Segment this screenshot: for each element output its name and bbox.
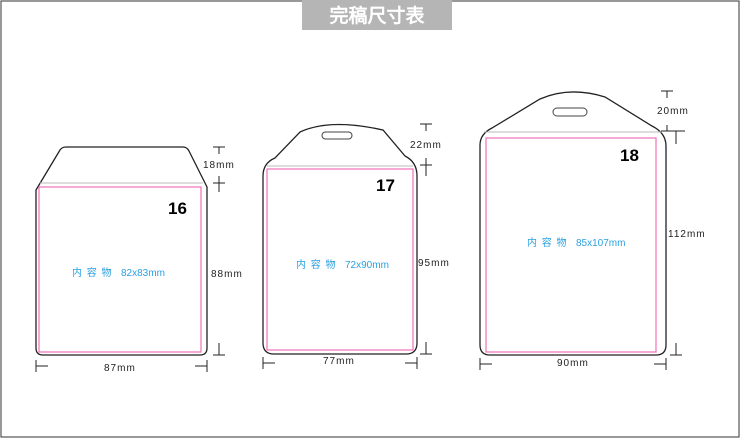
card-17-content-label: 内 容 物 (296, 258, 337, 271)
card-17-outline (262, 123, 418, 355)
card-17-number: 17 (376, 176, 395, 195)
card-18-outline (479, 91, 667, 356)
card-16-height-dimension: 88mm (211, 269, 243, 280)
card-16: 16 内 容 物 82x83mm 18mm 88mm 87mm (35, 146, 243, 374)
page-title: 完稿尺寸表 (329, 4, 425, 27)
card-18-height-dimension: 112mm (668, 229, 706, 240)
card-18-content-label: 内 容 物 (527, 236, 568, 249)
card-18-content-area (485, 137, 657, 353)
card-18-slot (552, 107, 588, 117)
card-18-content-size: 85x107mm (576, 238, 625, 249)
card-16-content-label: 内 容 物 (72, 266, 113, 279)
card-16-outline (35, 146, 208, 356)
card-17-content-size: 72x90mm (345, 260, 389, 271)
card-18-number: 18 (620, 146, 639, 165)
card-16-width-dimension: 87mm (104, 363, 136, 374)
card-16-dimension-arrows (35, 146, 225, 372)
card-18-top-dimension: 20mm (657, 106, 689, 117)
title-banner (302, 0, 452, 30)
card-17-content-area (266, 168, 414, 351)
card-17-width-dimension: 77mm (323, 356, 355, 367)
card-16-content-size: 82x83mm (121, 268, 165, 279)
card-16-number: 16 (168, 199, 187, 218)
card-17-height-dimension: 95mm (418, 258, 450, 269)
card-18-width-dimension: 90mm (557, 358, 589, 369)
card-17-slot (321, 131, 353, 140)
card-16-top-dimension: 18mm (203, 160, 235, 171)
card-16-content-area (38, 186, 202, 353)
card-17-top-dimension: 22mm (410, 140, 442, 151)
card-18-dimension-arrows (479, 90, 685, 370)
card-17: 17 内 容 物 72x90mm 22mm 95mm 77mm (262, 123, 450, 369)
card-18: 18 内 容 物 85x107mm 20mm 112mm 90mm (479, 90, 706, 370)
card-17-dimension-arrows (262, 123, 432, 369)
